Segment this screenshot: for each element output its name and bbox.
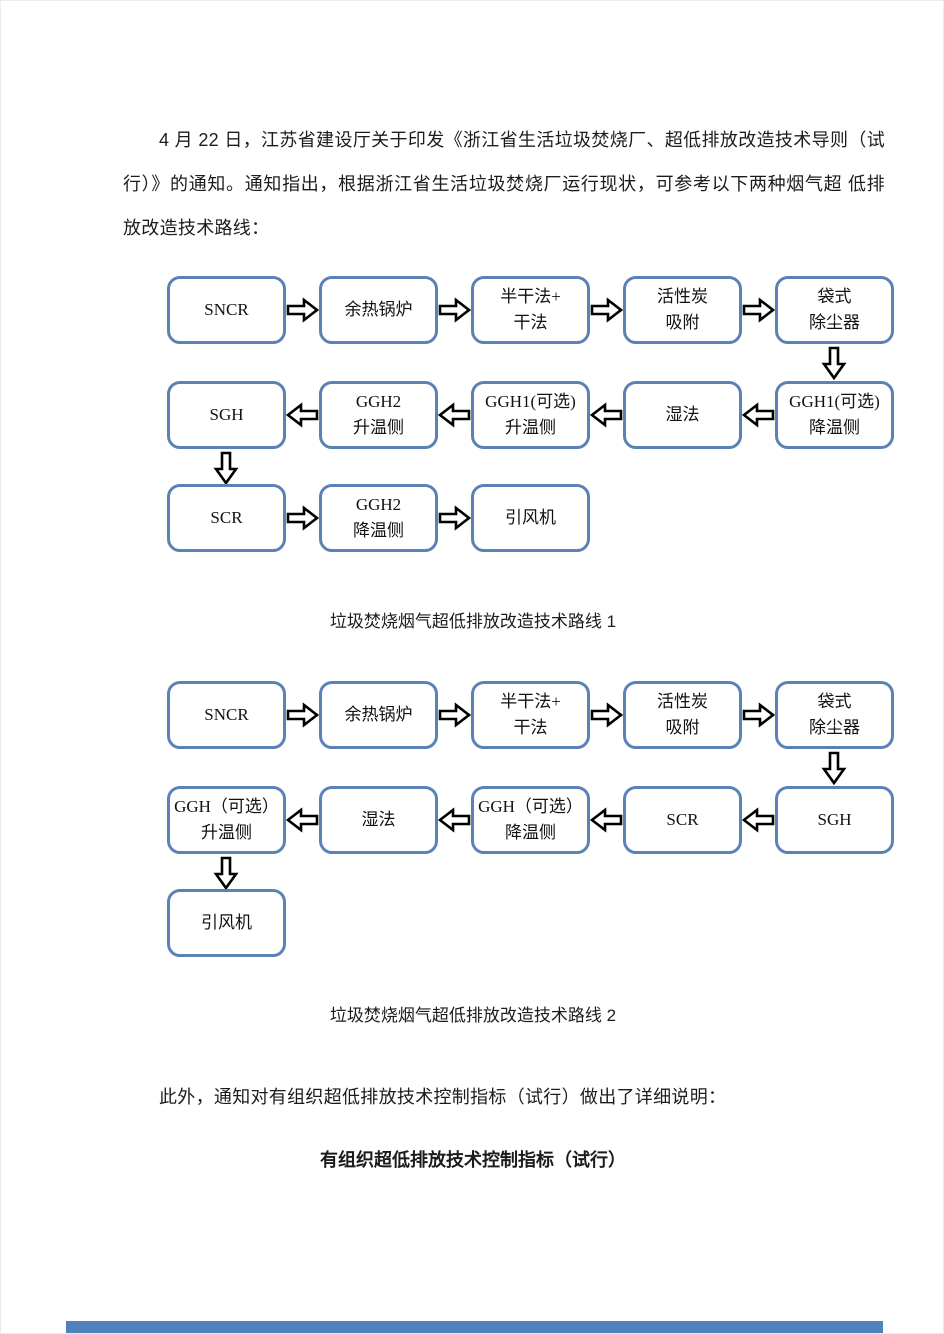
flow-box-label: 降温侧 <box>809 418 860 437</box>
flow-box-label: 湿法 <box>665 405 700 424</box>
flow-box-label: 干法 <box>513 313 548 332</box>
flow-box-label: SNCR <box>204 300 249 319</box>
arrow-right-icon <box>590 702 623 728</box>
arrow-right-icon <box>438 505 471 531</box>
flow-box-sncr: SNCR <box>167 681 286 749</box>
flow-box-ggh1-heatup: GGH1(可选) 升温侧 <box>471 381 590 449</box>
flow-box-label: 袋式 <box>817 287 852 306</box>
figure2-caption: 垃圾焚烧烟气超低排放改造技术路线 2 <box>329 1006 617 1025</box>
flowchart2-row1: SNCR 余热锅炉 半干法+ 干法 活性炭 吸附 袋式 除尘器 <box>167 681 894 749</box>
flow-box-activated-carbon: 活性炭 吸附 <box>623 276 742 344</box>
arrow-right-icon <box>438 297 471 323</box>
flow-box-wet-process: 湿法 <box>623 381 742 449</box>
arrow-left-icon <box>438 402 471 428</box>
flowchart1-row1: SNCR 余热锅炉 半干法+ 干法 活性炭 吸附 袋式 除尘器 <box>167 276 894 344</box>
note-paragraph: 此外，通知对有组织超低排放技术控制指标（试行）做出了详细说明： <box>159 1087 727 1107</box>
flow-box-label: 除尘器 <box>809 313 860 332</box>
flow-box-label: GGH2 <box>355 392 402 411</box>
flow-box-label: GGH（可选） <box>174 797 279 816</box>
flow-box-label: 吸附 <box>665 313 700 332</box>
arrow-left-icon <box>438 807 471 833</box>
arrow-right-icon <box>590 297 623 323</box>
flow-box-ggh2-heatup: GGH2 升温侧 <box>319 381 438 449</box>
flow-box-bag-filter: 袋式 除尘器 <box>775 276 894 344</box>
flow-box-label: GGH2 <box>355 495 402 514</box>
flow-box-semidry-dry: 半干法+ 干法 <box>471 681 590 749</box>
flow-box-label: 活性炭 <box>657 287 708 306</box>
arrow-left-icon <box>590 807 623 833</box>
flow-box-label: SCR <box>666 810 699 829</box>
flow-box-induced-draft-fan: 引风机 <box>471 484 590 552</box>
figure1-caption: 垃圾焚烧烟气超低排放改造技术路线 1 <box>329 612 617 631</box>
flow-box-waste-heat-boiler: 余热锅炉 <box>319 681 438 749</box>
flow-box-ggh1-cooldown: GGH1(可选) 降温侧 <box>775 381 894 449</box>
arrow-right-icon <box>286 505 319 531</box>
flow-box-label: SCR <box>210 508 243 527</box>
table-header-bar <box>66 1321 883 1333</box>
flow-box-waste-heat-boiler: 余热锅炉 <box>319 276 438 344</box>
flow-box-label: 活性炭 <box>657 692 708 711</box>
arrow-left-icon <box>286 402 319 428</box>
flow-box-label: 余热锅炉 <box>344 300 413 319</box>
flow-box-induced-draft-fan: 引风机 <box>167 889 286 957</box>
flow-box-label: SNCR <box>204 705 249 724</box>
flow-box-label: SGH <box>817 810 852 829</box>
flowchart2-row2: GGH（可选） 升温侧 湿法 GGH（可选） 降温侧 SCR SGH <box>167 786 894 854</box>
flow-box-ggh-cooldown: GGH（可选） 降温侧 <box>471 786 590 854</box>
flow-box-ggh2-cooldown: GGH2 降温侧 <box>319 484 438 552</box>
arrow-down-icon <box>213 856 239 890</box>
flow-box-sgh: SGH <box>167 381 286 449</box>
flow-box-ggh-heatup: GGH（可选） 升温侧 <box>167 786 286 854</box>
flow-box-label: GGH1(可选) <box>789 392 880 411</box>
flow-box-scr: SCR <box>623 786 742 854</box>
arrow-down-icon <box>213 451 239 485</box>
flow-box-bag-filter: 袋式 除尘器 <box>775 681 894 749</box>
flow-box-label: GGH1(可选) <box>485 392 576 411</box>
flowchart2-row3: 引风机 <box>167 889 286 957</box>
flowchart1-row2: SGH GGH2 升温侧 GGH1(可选) 升温侧 湿法 GGH1(可选) 降温… <box>167 381 894 449</box>
arrow-right-icon <box>742 297 775 323</box>
flow-box-label: 降温侧 <box>353 521 404 540</box>
flow-box-label: 袋式 <box>817 692 852 711</box>
flow-box-label: 余热锅炉 <box>344 705 413 724</box>
flow-box-wet-process: 湿法 <box>319 786 438 854</box>
arrow-left-icon <box>590 402 623 428</box>
flow-box-sncr: SNCR <box>167 276 286 344</box>
flow-box-label: 降温侧 <box>505 823 556 842</box>
arrow-down-icon <box>821 751 847 785</box>
flow-box-label: 升温侧 <box>353 418 404 437</box>
flow-box-scr: SCR <box>167 484 286 552</box>
intro-paragraph: 4 月 22 日，江苏省建设厅关于印发《浙江省生活垃圾焚烧厂、超低排放改造技术导… <box>123 130 885 238</box>
flow-box-label: 引风机 <box>201 913 252 932</box>
flow-box-semidry-dry: 半干法+ 干法 <box>471 276 590 344</box>
flow-box-label: 湿法 <box>361 810 396 829</box>
flow-box-label: 升温侧 <box>201 823 252 842</box>
flow-box-label: 半干法+ <box>500 287 561 306</box>
flow-box-label: 除尘器 <box>809 718 860 737</box>
section-heading: 有组织超低排放技术控制指标（试行） <box>320 1150 626 1170</box>
arrow-right-icon <box>286 702 319 728</box>
flow-box-activated-carbon: 活性炭 吸附 <box>623 681 742 749</box>
flow-box-label: 半干法+ <box>500 692 561 711</box>
arrow-left-icon <box>286 807 319 833</box>
flow-box-label: 吸附 <box>665 718 700 737</box>
arrow-down-icon <box>821 346 847 380</box>
arrow-right-icon <box>438 702 471 728</box>
flowchart1-row3: SCR GGH2 降温侧 引风机 <box>167 484 590 552</box>
flow-box-label: 升温侧 <box>505 418 556 437</box>
flow-box-label: GGH（可选） <box>478 797 583 816</box>
arrow-left-icon <box>742 807 775 833</box>
flow-box-label: 干法 <box>513 718 548 737</box>
flow-box-label: 引风机 <box>505 508 556 527</box>
flow-box-label: SGH <box>209 405 244 424</box>
flow-box-sgh: SGH <box>775 786 894 854</box>
arrow-right-icon <box>742 702 775 728</box>
arrow-right-icon <box>286 297 319 323</box>
arrow-left-icon <box>742 402 775 428</box>
